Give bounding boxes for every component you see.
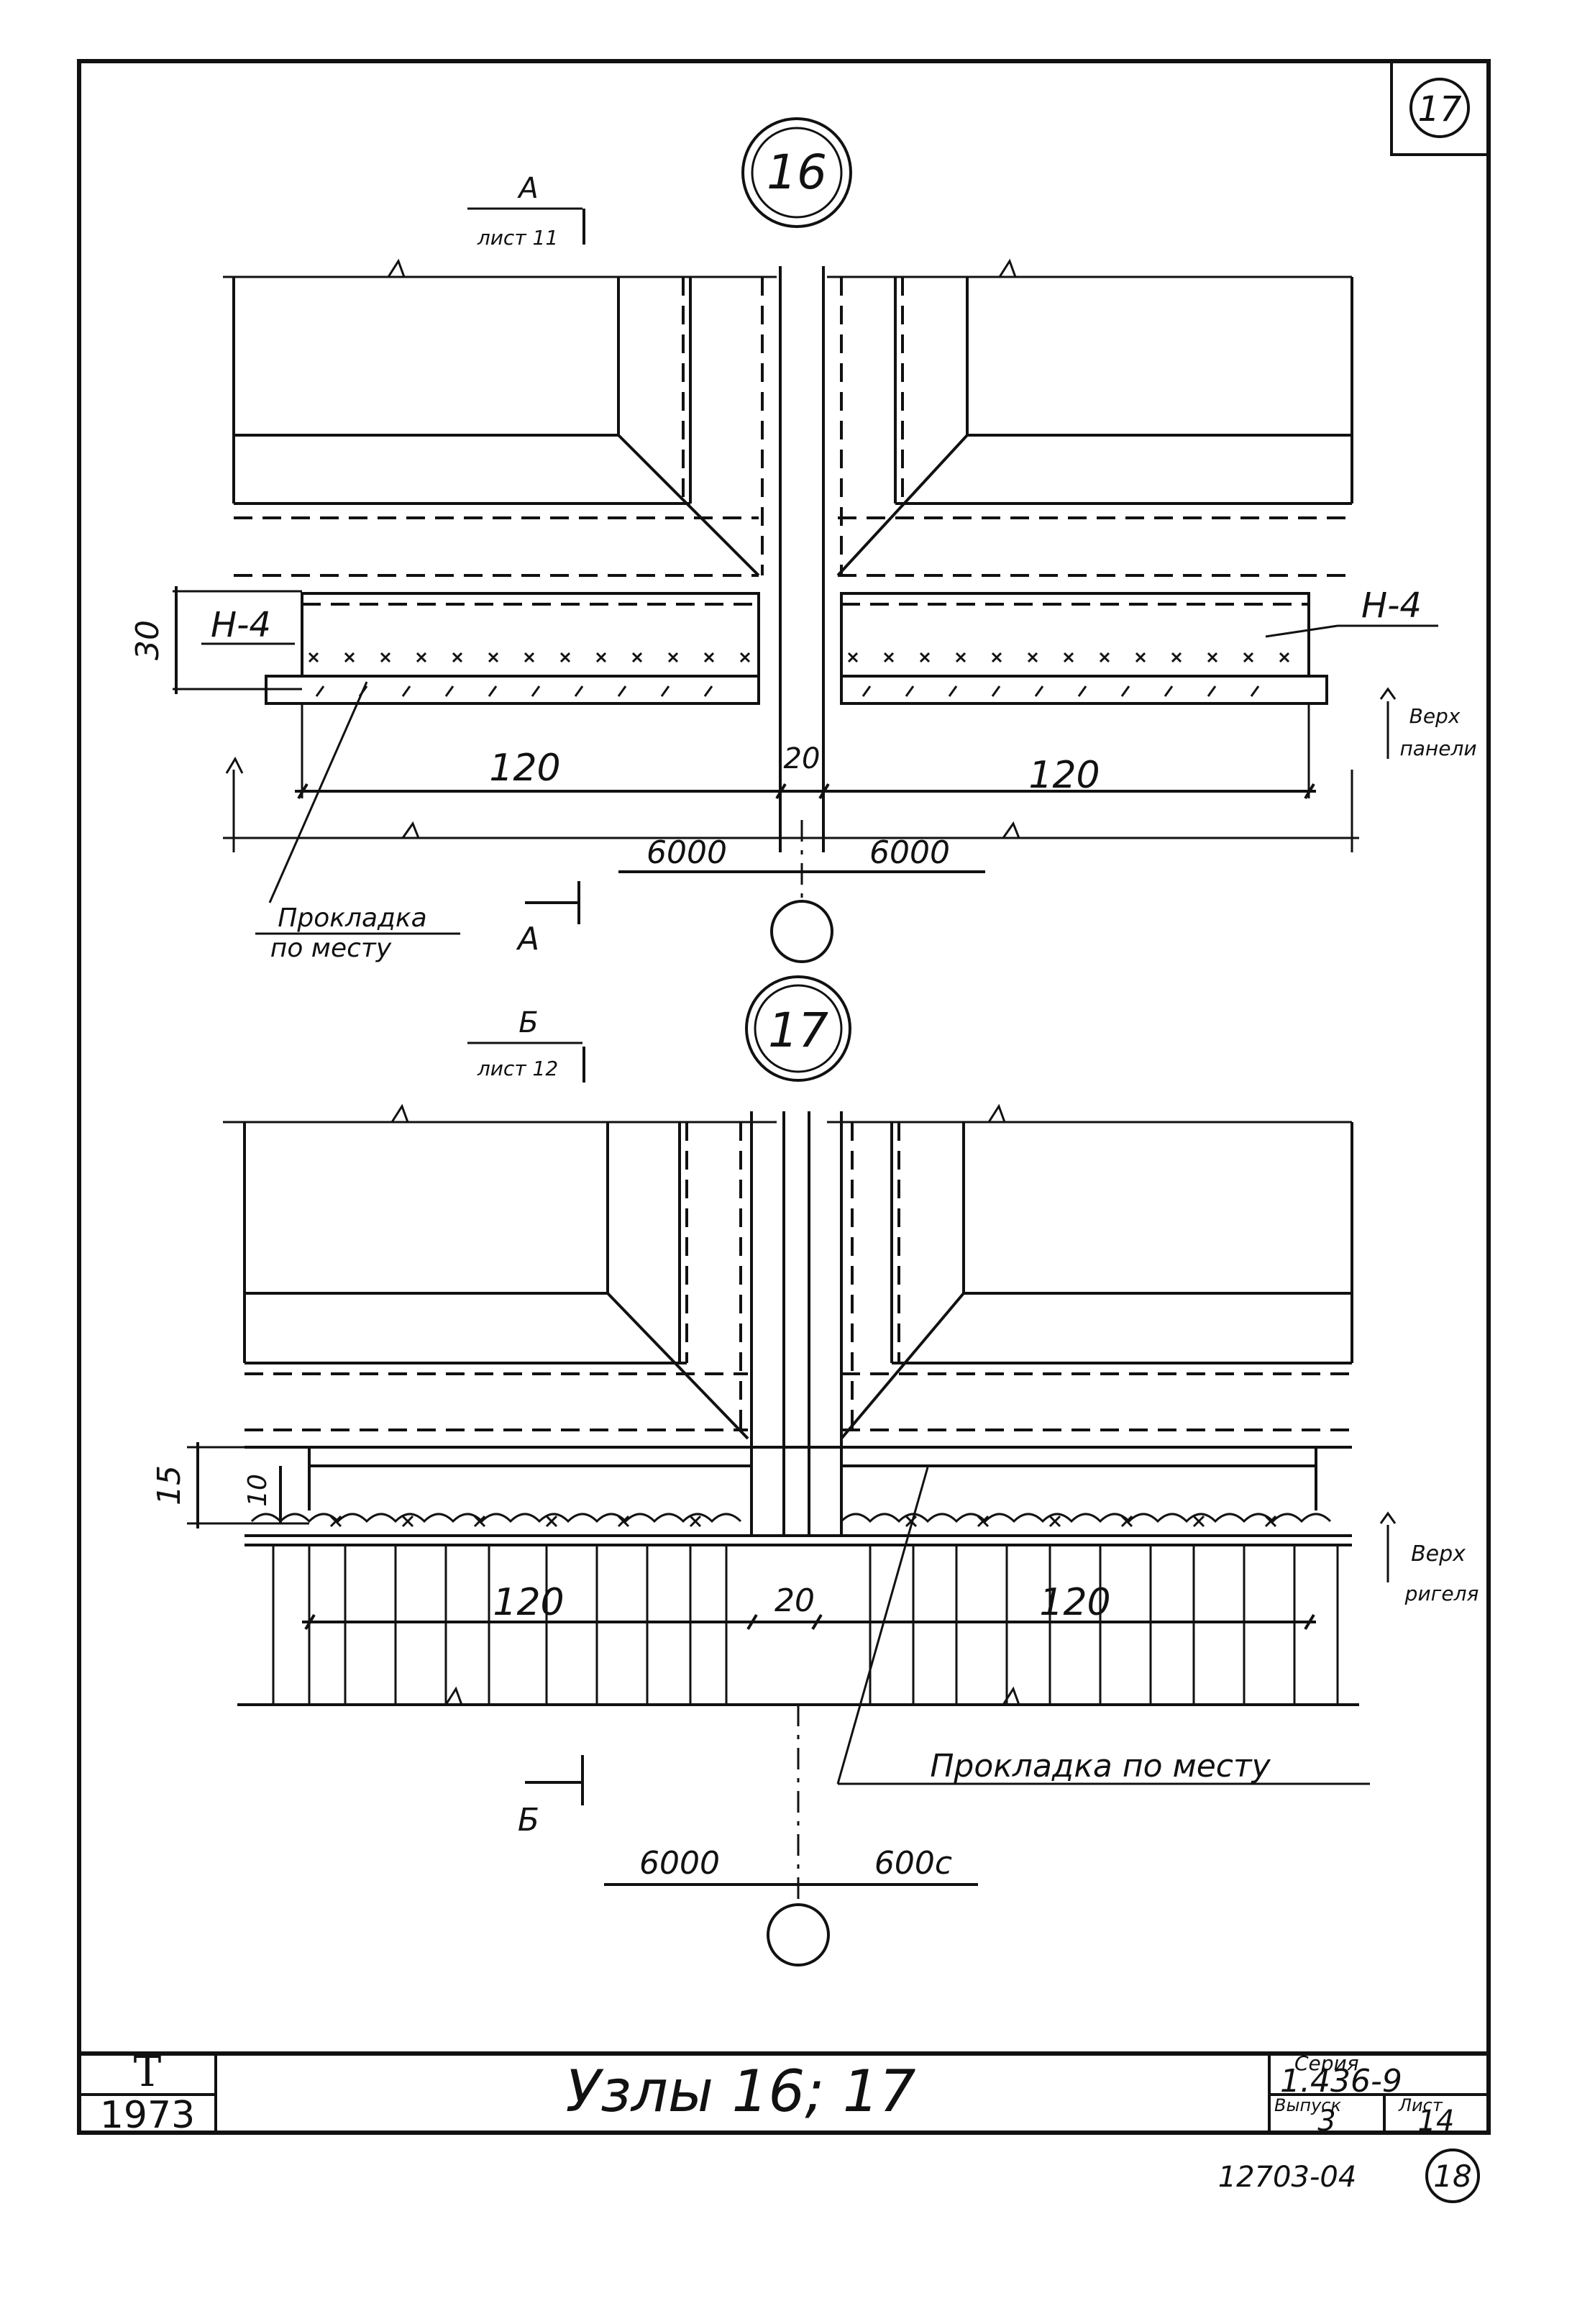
node-17-dim-gap: 20 <box>774 1582 815 1619</box>
node-17-section-top-ref: лист 12 <box>477 1057 558 1080</box>
node-16-dim-left: 120 <box>489 747 560 790</box>
node-16-verh-label-1: Верх <box>1409 704 1461 728</box>
node-17-section-bottom-letter: Б <box>518 1802 539 1838</box>
node-17-axis-left: 6000 <box>639 1845 720 1882</box>
sheet-value: 14 <box>1418 2105 1455 2138</box>
title-block-letter: Т <box>134 2047 162 2096</box>
page-mark-circle <box>1425 2148 1480 2203</box>
sheet-label: Лист <box>1398 2095 1443 2115</box>
node-16-dim-gap: 20 <box>784 742 821 775</box>
drawing-title: Узлы 16; 17 <box>566 2058 916 2125</box>
title-block: Т 1973 Узлы 16; 17 Серия 1.436-9 Выпуск … <box>79 2047 1489 2138</box>
node-17-axis-right: 600с <box>874 1845 952 1882</box>
node-17-dim-left: 120 <box>493 1581 564 1624</box>
node-16-height-dim: 30 <box>129 620 166 660</box>
series-value: 1.436-9 <box>1280 2063 1402 2100</box>
node-17-height-dim-outer: 15 <box>151 1465 188 1505</box>
issue-value: 3 <box>1317 2105 1335 2138</box>
node-16-dim-right: 120 <box>1028 754 1100 797</box>
page-mark: 18 <box>1433 2159 1471 2194</box>
node-17-verh-label-1: Верх <box>1411 1541 1466 1567</box>
title-block-year: 1973 <box>100 2094 195 2137</box>
node-17-number: 17 <box>768 1003 828 1058</box>
node-16-bubble <box>741 117 852 228</box>
doc-number: 12703-04 <box>1218 2161 1357 2194</box>
node-16-section-top-letter: А <box>516 172 538 205</box>
sheet-mark-box: 17 <box>1390 60 1490 156</box>
node-16-gasket-label-1: Прокладка <box>278 903 426 933</box>
node-16-axis-marker <box>770 900 833 963</box>
sheet-mark-text: 17 <box>1417 89 1462 129</box>
node-17-drawing: 17 Б лист 12 <box>151 975 1479 1967</box>
node-16-gasket-label-2: по месту <box>270 934 392 963</box>
node-16-section-bottom-letter: А <box>516 921 539 957</box>
series-label: Серия <box>1294 2051 1359 2075</box>
node-16-panel-label-right: Н-4 <box>1361 585 1422 626</box>
node-16-drawing: 16 А лист 11 <box>129 117 1477 963</box>
node-17-axis-marker <box>767 1903 830 1967</box>
node-17-bubble <box>745 975 851 1082</box>
node-16-section-top-ref: лист 11 <box>477 226 558 250</box>
node-17-dim-right: 120 <box>1039 1581 1110 1624</box>
node-17-section-top-letter: Б <box>518 1006 538 1039</box>
node-16-verh-label-2: панели <box>1399 737 1476 760</box>
node-16-number: 16 <box>767 145 827 200</box>
node-17-height-dim-inner: 10 <box>243 1474 273 1507</box>
sheet-frame <box>77 59 1491 2135</box>
node-17-gasket-label: Прокладка по месту <box>930 1748 1271 1785</box>
node-17-verh-label-2: ригеля <box>1404 1582 1479 1605</box>
issue-label: Выпуск <box>1274 2095 1342 2115</box>
node-16-panel-label-left: Н-4 <box>211 605 271 645</box>
node-16-axis-left: 6000 <box>646 834 727 871</box>
node-16-axis-right: 6000 <box>869 834 950 871</box>
